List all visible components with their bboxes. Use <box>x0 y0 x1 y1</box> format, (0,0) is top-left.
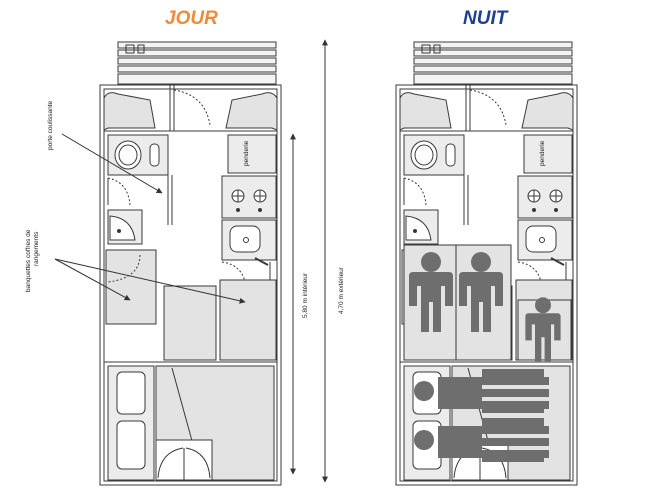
day-title: JOUR <box>165 8 218 29</box>
day-penderie-label: penderie <box>243 140 250 166</box>
porte-label: porte coulissante <box>47 100 54 150</box>
banquettes-label-2: rangements <box>33 231 40 266</box>
banquettes-arrow-1 <box>54 258 131 301</box>
interior-dimension-label: 5,80 m intérieur <box>302 272 309 318</box>
day-floorplan <box>99 41 282 486</box>
night-floorplan <box>395 41 578 486</box>
exterior-dimension-label: 4,70 m extérieur <box>338 266 345 314</box>
banquettes-arrow-2 <box>54 258 246 304</box>
night-title: NUIT <box>463 8 508 29</box>
porte-arrow <box>61 133 163 194</box>
night-penderie-label: penderie <box>539 140 546 166</box>
banquettes-label-1: banquettes coffres de <box>25 229 32 292</box>
